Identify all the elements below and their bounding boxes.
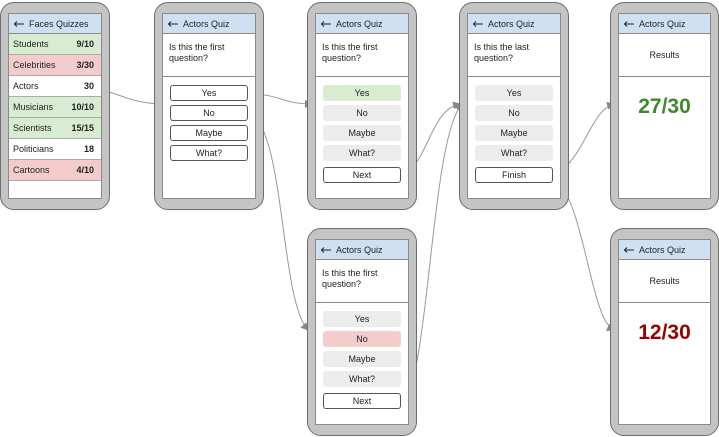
header: Actors Quiz <box>468 14 560 34</box>
screen-question-first: Actors Quiz Is this the first question? … <box>162 13 256 199</box>
back-arrow-icon[interactable] <box>623 20 635 28</box>
quiz-list-item[interactable]: Actors 30 <box>9 76 101 97</box>
quiz-list-item[interactable]: Scientists 15/15 <box>9 118 101 139</box>
quiz-list-item[interactable]: Musicians 10/10 <box>9 97 101 118</box>
quiz-score: 18 <box>83 144 94 154</box>
question-text: Is this the first question? <box>316 260 408 303</box>
quiz-list-item[interactable]: Students 9/10 <box>9 34 101 55</box>
header-title: Actors Quiz <box>639 244 686 255</box>
back-arrow-icon[interactable] <box>13 20 25 28</box>
header: Actors Quiz <box>316 14 408 34</box>
option-no: No <box>475 105 553 121</box>
option-yes: Yes <box>323 311 401 327</box>
question-text: Is this the last question? <box>468 34 560 77</box>
option-what: What? <box>475 145 553 161</box>
header-title: Actors Quiz <box>336 18 383 29</box>
quiz-name: Scientists <box>13 123 52 133</box>
next-button[interactable]: Next <box>323 393 401 409</box>
screen-question-last: Actors Quiz Is this the last question? Y… <box>467 13 561 199</box>
phone-question-first: Actors Quiz Is this the first question? … <box>154 2 264 210</box>
phone-question-last: Actors Quiz Is this the last question? Y… <box>459 2 569 210</box>
quiz-name: Musicians <box>13 102 54 112</box>
results-score: 27/30 <box>638 95 691 118</box>
quiz-list-item[interactable]: Celebrities 3/30 <box>9 55 101 76</box>
option-no-wrong: No <box>323 331 401 347</box>
quiz-score: 15/15 <box>71 123 94 133</box>
option-what: What? <box>323 145 401 161</box>
option-maybe: Maybe <box>475 125 553 141</box>
header-title: Actors Quiz <box>488 18 535 29</box>
results-label: Results <box>619 260 710 303</box>
option-yes-correct: Yes <box>323 85 401 101</box>
quiz-score: 9/10 <box>76 39 94 49</box>
screen-results-good: Actors Quiz Results 27/30 <box>618 13 711 199</box>
screen-results-bad: Actors Quiz Results 12/30 <box>618 239 711 425</box>
quiz-score: 30 <box>83 81 94 91</box>
back-arrow-icon[interactable] <box>167 20 179 28</box>
screen-answer-no: Actors Quiz Is this the first question? … <box>315 239 409 425</box>
phone-results-bad: Actors Quiz Results 12/30 <box>610 228 719 436</box>
results-label: Results <box>619 34 710 77</box>
header-title: Faces Quizzes <box>29 18 89 29</box>
question-text: Is this the first question? <box>316 34 408 77</box>
option-maybe-button[interactable]: Maybe <box>170 125 248 141</box>
option-no-button[interactable]: No <box>170 105 248 121</box>
header-title: Actors Quiz <box>336 244 383 255</box>
quiz-score: 4/10 <box>76 165 94 175</box>
header-title: Actors Quiz <box>639 18 686 29</box>
quiz-name: Actors <box>13 81 39 91</box>
back-arrow-icon[interactable] <box>320 246 332 254</box>
back-arrow-icon[interactable] <box>320 20 332 28</box>
back-arrow-icon[interactable] <box>472 20 484 28</box>
phone-answer-no: Actors Quiz Is this the first question? … <box>307 228 417 436</box>
option-what-button[interactable]: What? <box>170 145 248 161</box>
option-what: What? <box>323 371 401 387</box>
header: Actors Quiz <box>163 14 255 34</box>
option-maybe: Maybe <box>323 351 401 367</box>
results-score: 12/30 <box>638 321 691 344</box>
phone-answer-yes: Actors Quiz Is this the first question? … <box>307 2 417 210</box>
phone-results-good: Actors Quiz Results 27/30 <box>610 2 719 210</box>
option-maybe: Maybe <box>323 125 401 141</box>
header-title: Actors Quiz <box>183 18 230 29</box>
header: Actors Quiz <box>619 14 710 34</box>
quiz-name: Celebrities <box>13 60 56 70</box>
quiz-list-item[interactable]: Politicians 18 <box>9 139 101 160</box>
header: Faces Quizzes <box>9 14 101 34</box>
quiz-name: Cartoons <box>13 165 50 175</box>
next-button[interactable]: Next <box>323 167 401 183</box>
quiz-score: 10/10 <box>71 102 94 112</box>
header: Actors Quiz <box>316 240 408 260</box>
question-text: Is this the first question? <box>163 34 255 77</box>
quiz-score: 3/30 <box>76 60 94 70</box>
option-yes-button[interactable]: Yes <box>170 85 248 101</box>
option-yes: Yes <box>475 85 553 101</box>
header: Actors Quiz <box>619 240 710 260</box>
quiz-name: Students <box>13 39 49 49</box>
quiz-list-item[interactable]: Cartoons 4/10 <box>9 160 101 181</box>
screen-answer-yes: Actors Quiz Is this the first question? … <box>315 13 409 199</box>
back-arrow-icon[interactable] <box>623 246 635 254</box>
option-no: No <box>323 105 401 121</box>
quiz-name: Politicians <box>13 144 54 154</box>
finish-button[interactable]: Finish <box>475 167 553 183</box>
